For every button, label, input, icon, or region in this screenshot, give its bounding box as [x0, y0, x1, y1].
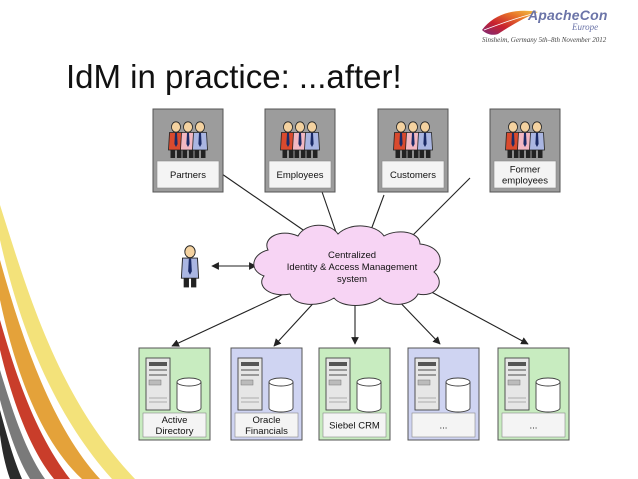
user-group-label: Former [510, 165, 541, 176]
target-system-box: ... [497, 347, 570, 441]
target-system-box: ... [407, 347, 480, 441]
person-icon [304, 121, 320, 158]
connector-line [407, 177, 471, 241]
central-system-label: system [337, 274, 367, 285]
database-icon [445, 377, 471, 413]
user-group-label: employees [502, 176, 548, 187]
target-system-label: Siebel CRM [329, 421, 380, 432]
user-groups: Partners Employees Customers Formeremployee… [152, 108, 561, 193]
user-group-label-box [381, 160, 445, 189]
target-system-label-box [142, 412, 207, 438]
database-icon [535, 377, 561, 413]
person-icon [405, 121, 421, 158]
user-group-box: Customers [377, 108, 449, 193]
target-system-label: Financials [245, 426, 288, 437]
person-icon [529, 121, 545, 158]
target-system-box: Siebel CRM [318, 347, 391, 441]
target-system-label-box [322, 412, 387, 438]
server-icon [325, 357, 351, 411]
user-group-box: Employees [264, 108, 336, 193]
user-group-label-box [493, 160, 557, 189]
person-icon [417, 121, 433, 158]
target-system-label: Active [162, 415, 188, 426]
person-icon [180, 245, 200, 288]
user-group-label-box [156, 160, 220, 189]
user-group-label: Partners [170, 170, 206, 181]
database-icon [176, 377, 202, 413]
connector-line [319, 185, 339, 239]
person-icon [393, 121, 409, 158]
apachecon-logo: ApacheCon Europe Sinsheim, Germany 5th–8… [478, 4, 634, 48]
server-icon [237, 357, 263, 411]
person-icon [192, 121, 208, 158]
person-icon [517, 121, 533, 158]
target-system-label: ... [530, 421, 538, 432]
person-icon [180, 121, 196, 158]
server-icon [145, 357, 171, 411]
database-icon [356, 377, 382, 413]
target-system-label: Oracle [253, 415, 281, 426]
cloud-shape [253, 224, 441, 306]
target-system-label-box [234, 412, 299, 438]
server-icon [414, 357, 440, 411]
logo-title: ApacheCon [528, 7, 608, 23]
feather-icon [482, 10, 538, 35]
server-icon [504, 357, 530, 411]
logo-subtitle: Europe [572, 22, 599, 32]
target-system-label: ... [440, 421, 448, 432]
target-system-label-box [501, 412, 566, 438]
user-group-label: Customers [390, 170, 436, 181]
database-icon [268, 377, 294, 413]
user-group-label-box [268, 160, 332, 189]
person-icon [280, 121, 296, 158]
central-system-label: Identity & Access Management [287, 262, 418, 273]
target-system-label: Directory [155, 426, 193, 437]
logo-dates: Sinsheim, Germany 5th–8th November 2012 [482, 36, 607, 44]
target-system-label-box [411, 412, 476, 438]
connector-arrow [171, 291, 289, 347]
user-group-label: Employees [277, 170, 324, 181]
connector-arrow [423, 287, 529, 345]
user-group-box: Partners [152, 108, 224, 193]
central-system-label: Centralized [328, 250, 376, 261]
person-icon [292, 121, 308, 158]
page-title: IdM in practice: ...after! [66, 58, 402, 95]
